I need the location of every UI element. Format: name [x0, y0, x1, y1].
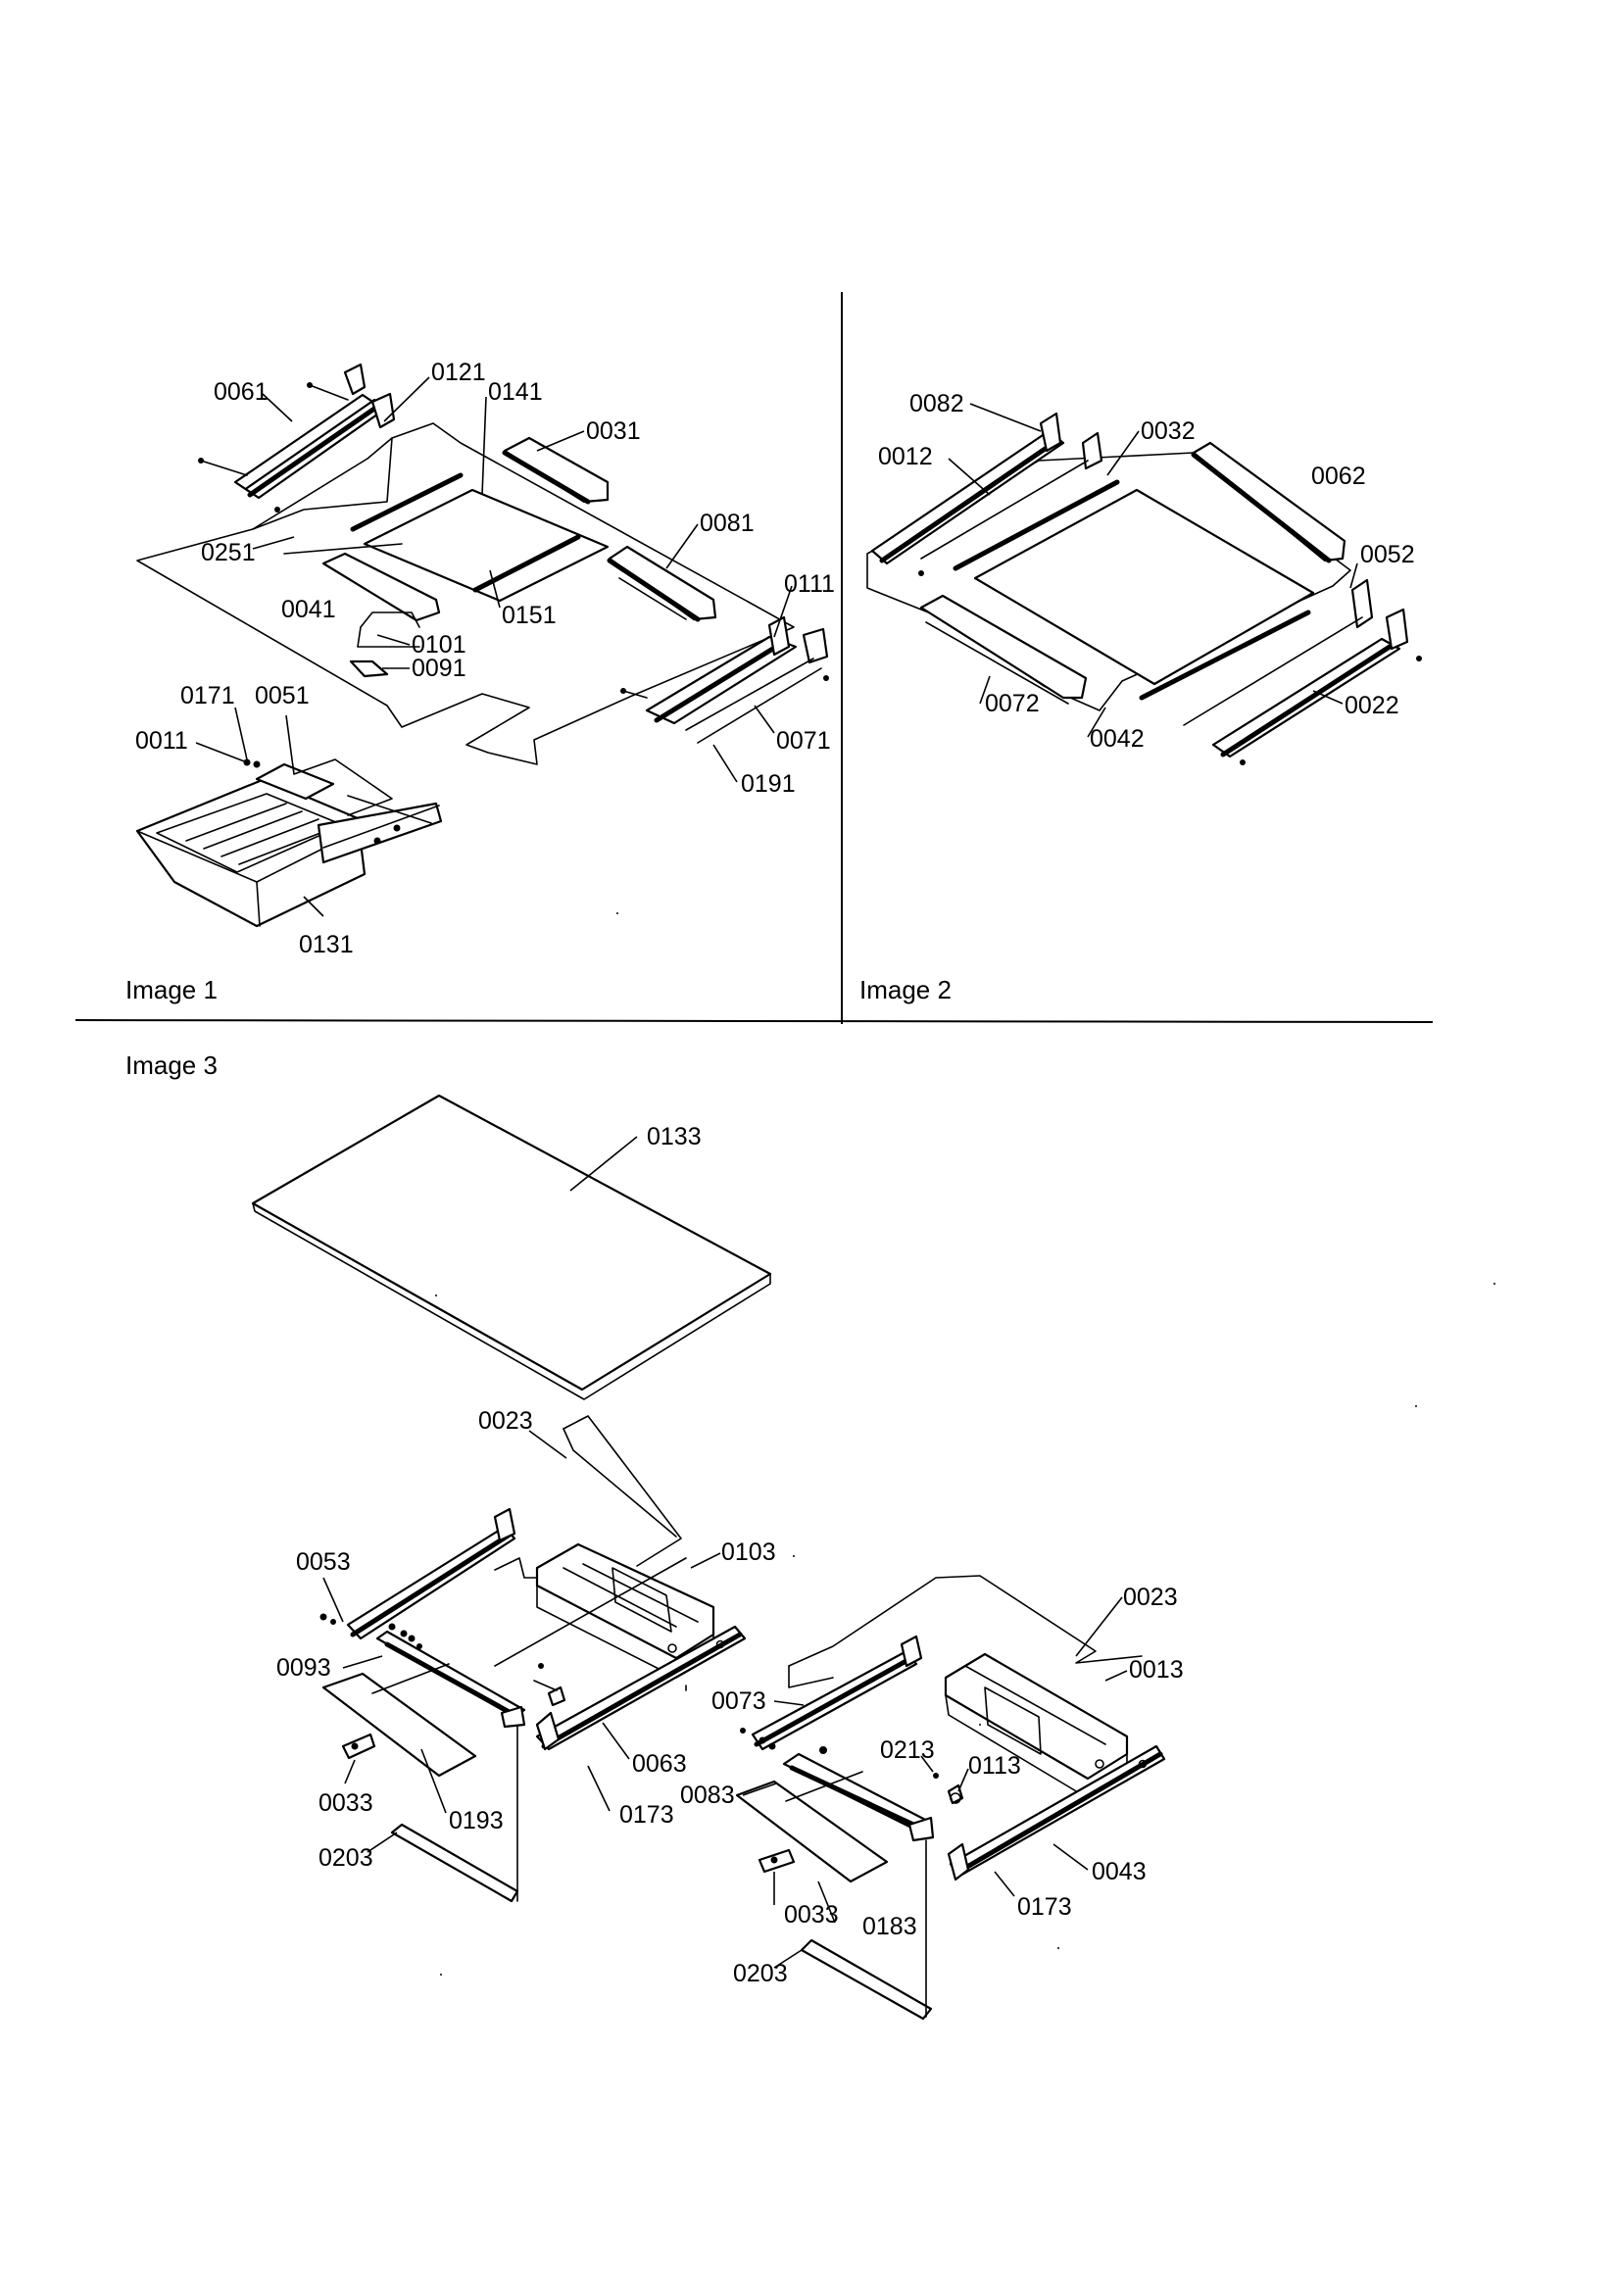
label-0203-left: 0203	[318, 1844, 373, 1872]
right-shelf-assembly	[735, 1575, 1166, 2021]
label-0121: 0121	[431, 359, 486, 386]
image-2-caption: Image 2	[859, 975, 952, 1004]
label-0033-right: 0033	[784, 1901, 839, 1929]
image-2-part-labels: 0082 0032 0012 0062 0052 0072 0042 0022	[878, 390, 1415, 753]
label-0073: 0073	[711, 1687, 766, 1715]
label-0052: 0052	[1360, 541, 1415, 568]
label-0011: 0011	[135, 727, 188, 755]
label-0022: 0022	[1345, 692, 1399, 719]
label-0131: 0131	[299, 931, 354, 958]
label-0051: 0051	[255, 682, 310, 709]
front-trim-0081	[607, 545, 717, 622]
label-0151: 0151	[502, 602, 557, 629]
label-0203-right: 0203	[733, 1960, 788, 1987]
left-slide-rail-image-2	[870, 412, 1103, 576]
label-0053: 0053	[296, 1548, 351, 1576]
label-0023-right: 0023	[1123, 1584, 1178, 1611]
image-3-refrigerator-shelves: Image 3	[125, 1050, 1184, 2021]
image-3-part-labels: 0133 0023 0053 0103 0023 0013 0093 0073 …	[276, 1123, 1184, 1987]
label-0072: 0072	[985, 690, 1040, 717]
label-0033-left: 0033	[318, 1789, 373, 1817]
label-0023-left: 0023	[478, 1407, 533, 1435]
image-1-leader-lines	[195, 376, 793, 917]
right-slide-rail-image-2	[1183, 578, 1422, 765]
label-0013: 0013	[1129, 1656, 1184, 1684]
image-2-leader-lines	[948, 403, 1358, 738]
label-0042: 0042	[1090, 725, 1145, 753]
panel-dividers	[74, 292, 1434, 1024]
image-1-inner-panel	[252, 437, 393, 530]
label-0012: 0012	[878, 443, 933, 470]
label-0101: 0101	[412, 631, 466, 659]
label-0083: 0083	[680, 1782, 735, 1809]
right-slide-rail	[620, 615, 829, 744]
label-0173-left: 0173	[619, 1801, 674, 1829]
label-0081: 0081	[700, 510, 755, 537]
left-slide-rail	[198, 363, 396, 513]
label-0213: 0213	[880, 1736, 935, 1764]
image-2-refrigerator-shelves: 0082 0032 0012 0062 0052 0072 0042 0022 …	[859, 390, 1422, 1004]
front-trim-0072	[919, 594, 1088, 705]
label-0043: 0043	[1092, 1858, 1147, 1885]
label-0173-right: 0173	[1017, 1893, 1072, 1921]
label-0251: 0251	[201, 539, 256, 566]
label-0191: 0191	[741, 770, 796, 798]
image-3-caption: Image 3	[125, 1050, 218, 1080]
label-0032: 0032	[1141, 417, 1196, 445]
label-0141: 0141	[488, 378, 543, 406]
label-0082: 0082	[909, 390, 964, 417]
crisper-drawer-0131	[135, 758, 443, 928]
label-0062: 0062	[1311, 463, 1366, 490]
image-3-leader-lines	[322, 1136, 1128, 1969]
label-0111: 0111	[784, 570, 835, 598]
glass-shelf-0042	[953, 479, 1315, 701]
image-1-caption: Image 1	[125, 975, 218, 1004]
label-0041: 0041	[281, 596, 336, 623]
label-0103: 0103	[721, 1539, 776, 1566]
bracket-assembly-0041	[283, 543, 441, 678]
horizontal-divider	[74, 1019, 1434, 1023]
label-0091: 0091	[412, 655, 466, 682]
label-0171: 0171	[180, 682, 235, 709]
label-0133: 0133	[647, 1123, 702, 1150]
label-0063: 0063	[632, 1750, 687, 1778]
rear-trim-0062	[1191, 441, 1346, 563]
left-shelf-assembly	[319, 1415, 747, 1903]
image-1-refrigerator-shelves: 0061 0121 0141 0031 0081 0251 0041 0151 …	[125, 359, 835, 1004]
label-0031: 0031	[586, 417, 641, 445]
front-trim-0031	[502, 436, 610, 505]
label-0183: 0183	[862, 1913, 917, 1940]
image-1-shelf-outline	[136, 422, 795, 765]
glass-panel-0133	[251, 1094, 772, 1400]
label-0193: 0193	[449, 1807, 504, 1834]
label-0071: 0071	[776, 727, 831, 755]
label-0093: 0093	[276, 1654, 331, 1682]
image-1-part-labels: 0061 0121 0141 0031 0081 0251 0041 0151 …	[135, 359, 835, 958]
image-2-shelf-outline	[866, 452, 1351, 711]
label-0061: 0061	[214, 378, 269, 406]
scan-specks	[435, 912, 1495, 1976]
label-0113: 0113	[968, 1752, 1021, 1780]
